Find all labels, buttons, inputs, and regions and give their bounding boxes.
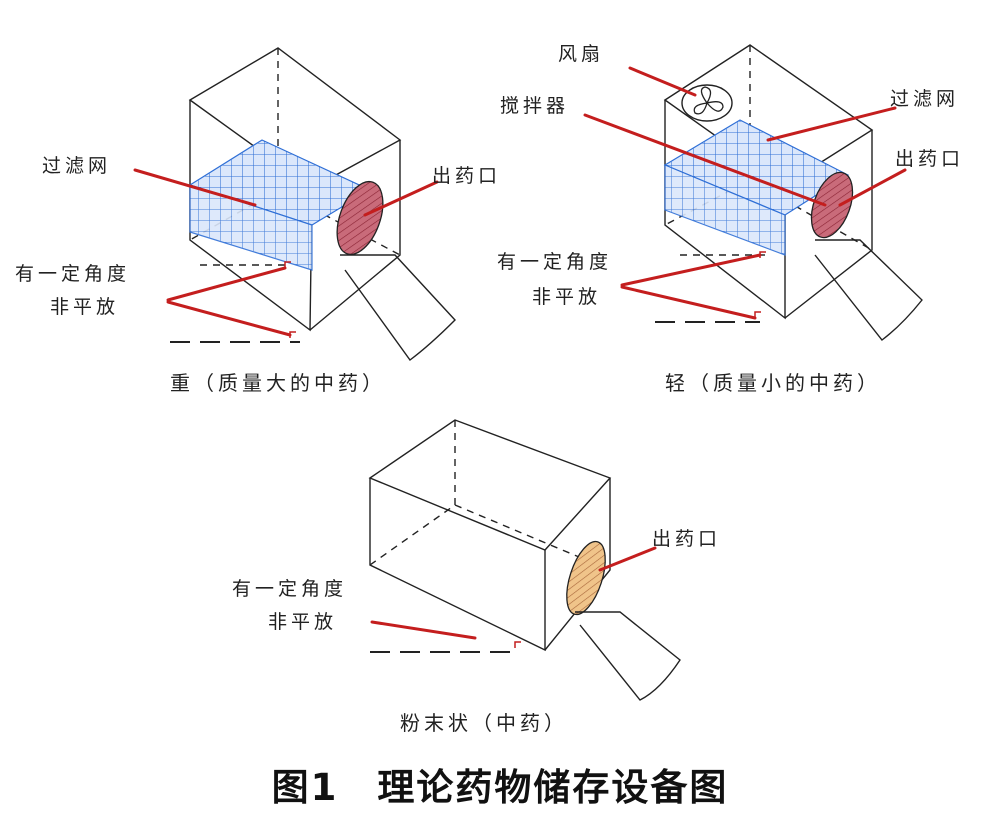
heavy-outlet-label: 出药口 [432,165,501,187]
powder-angle-leader [370,620,477,640]
light-angle-leader-lower [620,285,757,320]
powder-caption: 粉末状（中药） [400,711,568,735]
heavy-angle-label-line2: 非平放 [50,296,119,318]
light-filter-mesh-front [664,164,786,256]
figure-caption: 图1 理论药物储存设备图 [272,766,729,809]
light-filter-label: 过滤网 [890,88,959,110]
powder-angle-label-line1: 有一定角度 [232,578,347,600]
light-angle-label-line1: 有一定角度 [497,251,612,273]
light-outlet-opening [810,171,854,239]
powder-outlet-leader [598,546,657,572]
fan-label: 风扇 [558,43,604,65]
light-chute [814,239,923,341]
powder-angle-label-line2: 非平放 [268,611,337,633]
powder-outlet-opening [566,540,606,616]
light-angle-leader-upper [620,253,762,287]
light-angle-label-line2: 非平放 [532,286,601,308]
stirrer-leader [583,113,827,207]
fan-icon [681,84,733,122]
powder-outlet-label: 出药口 [652,528,721,550]
light-caption: 轻（质量小的中药） [665,371,881,395]
heavy-filter-label: 过滤网 [42,155,111,177]
powder-storage-box [368,419,681,701]
heavy-chute [340,254,456,361]
heavy-angle-leader-lower [166,300,292,337]
heavy-angle-leader-upper [166,266,287,302]
heavy-filter-leader [133,168,257,207]
heavy-angle-label-line1: 有一定角度 [15,263,130,285]
heavy-caption: 重（质量大的中药） [170,371,386,395]
light-outlet-label: 出药口 [895,148,964,170]
fan-leader [628,66,697,97]
light-filter-leader [766,106,897,142]
stirrer-label: 搅拌器 [500,95,569,117]
powder-chute [575,611,681,701]
light-outlet-leader [838,168,907,207]
heavy-filter-mesh-front [189,184,313,271]
light-storage-box [655,44,923,341]
heavy-outlet-leader [363,180,439,217]
heavy-storage-box [170,47,456,361]
heavy-outlet-opening [336,180,384,256]
